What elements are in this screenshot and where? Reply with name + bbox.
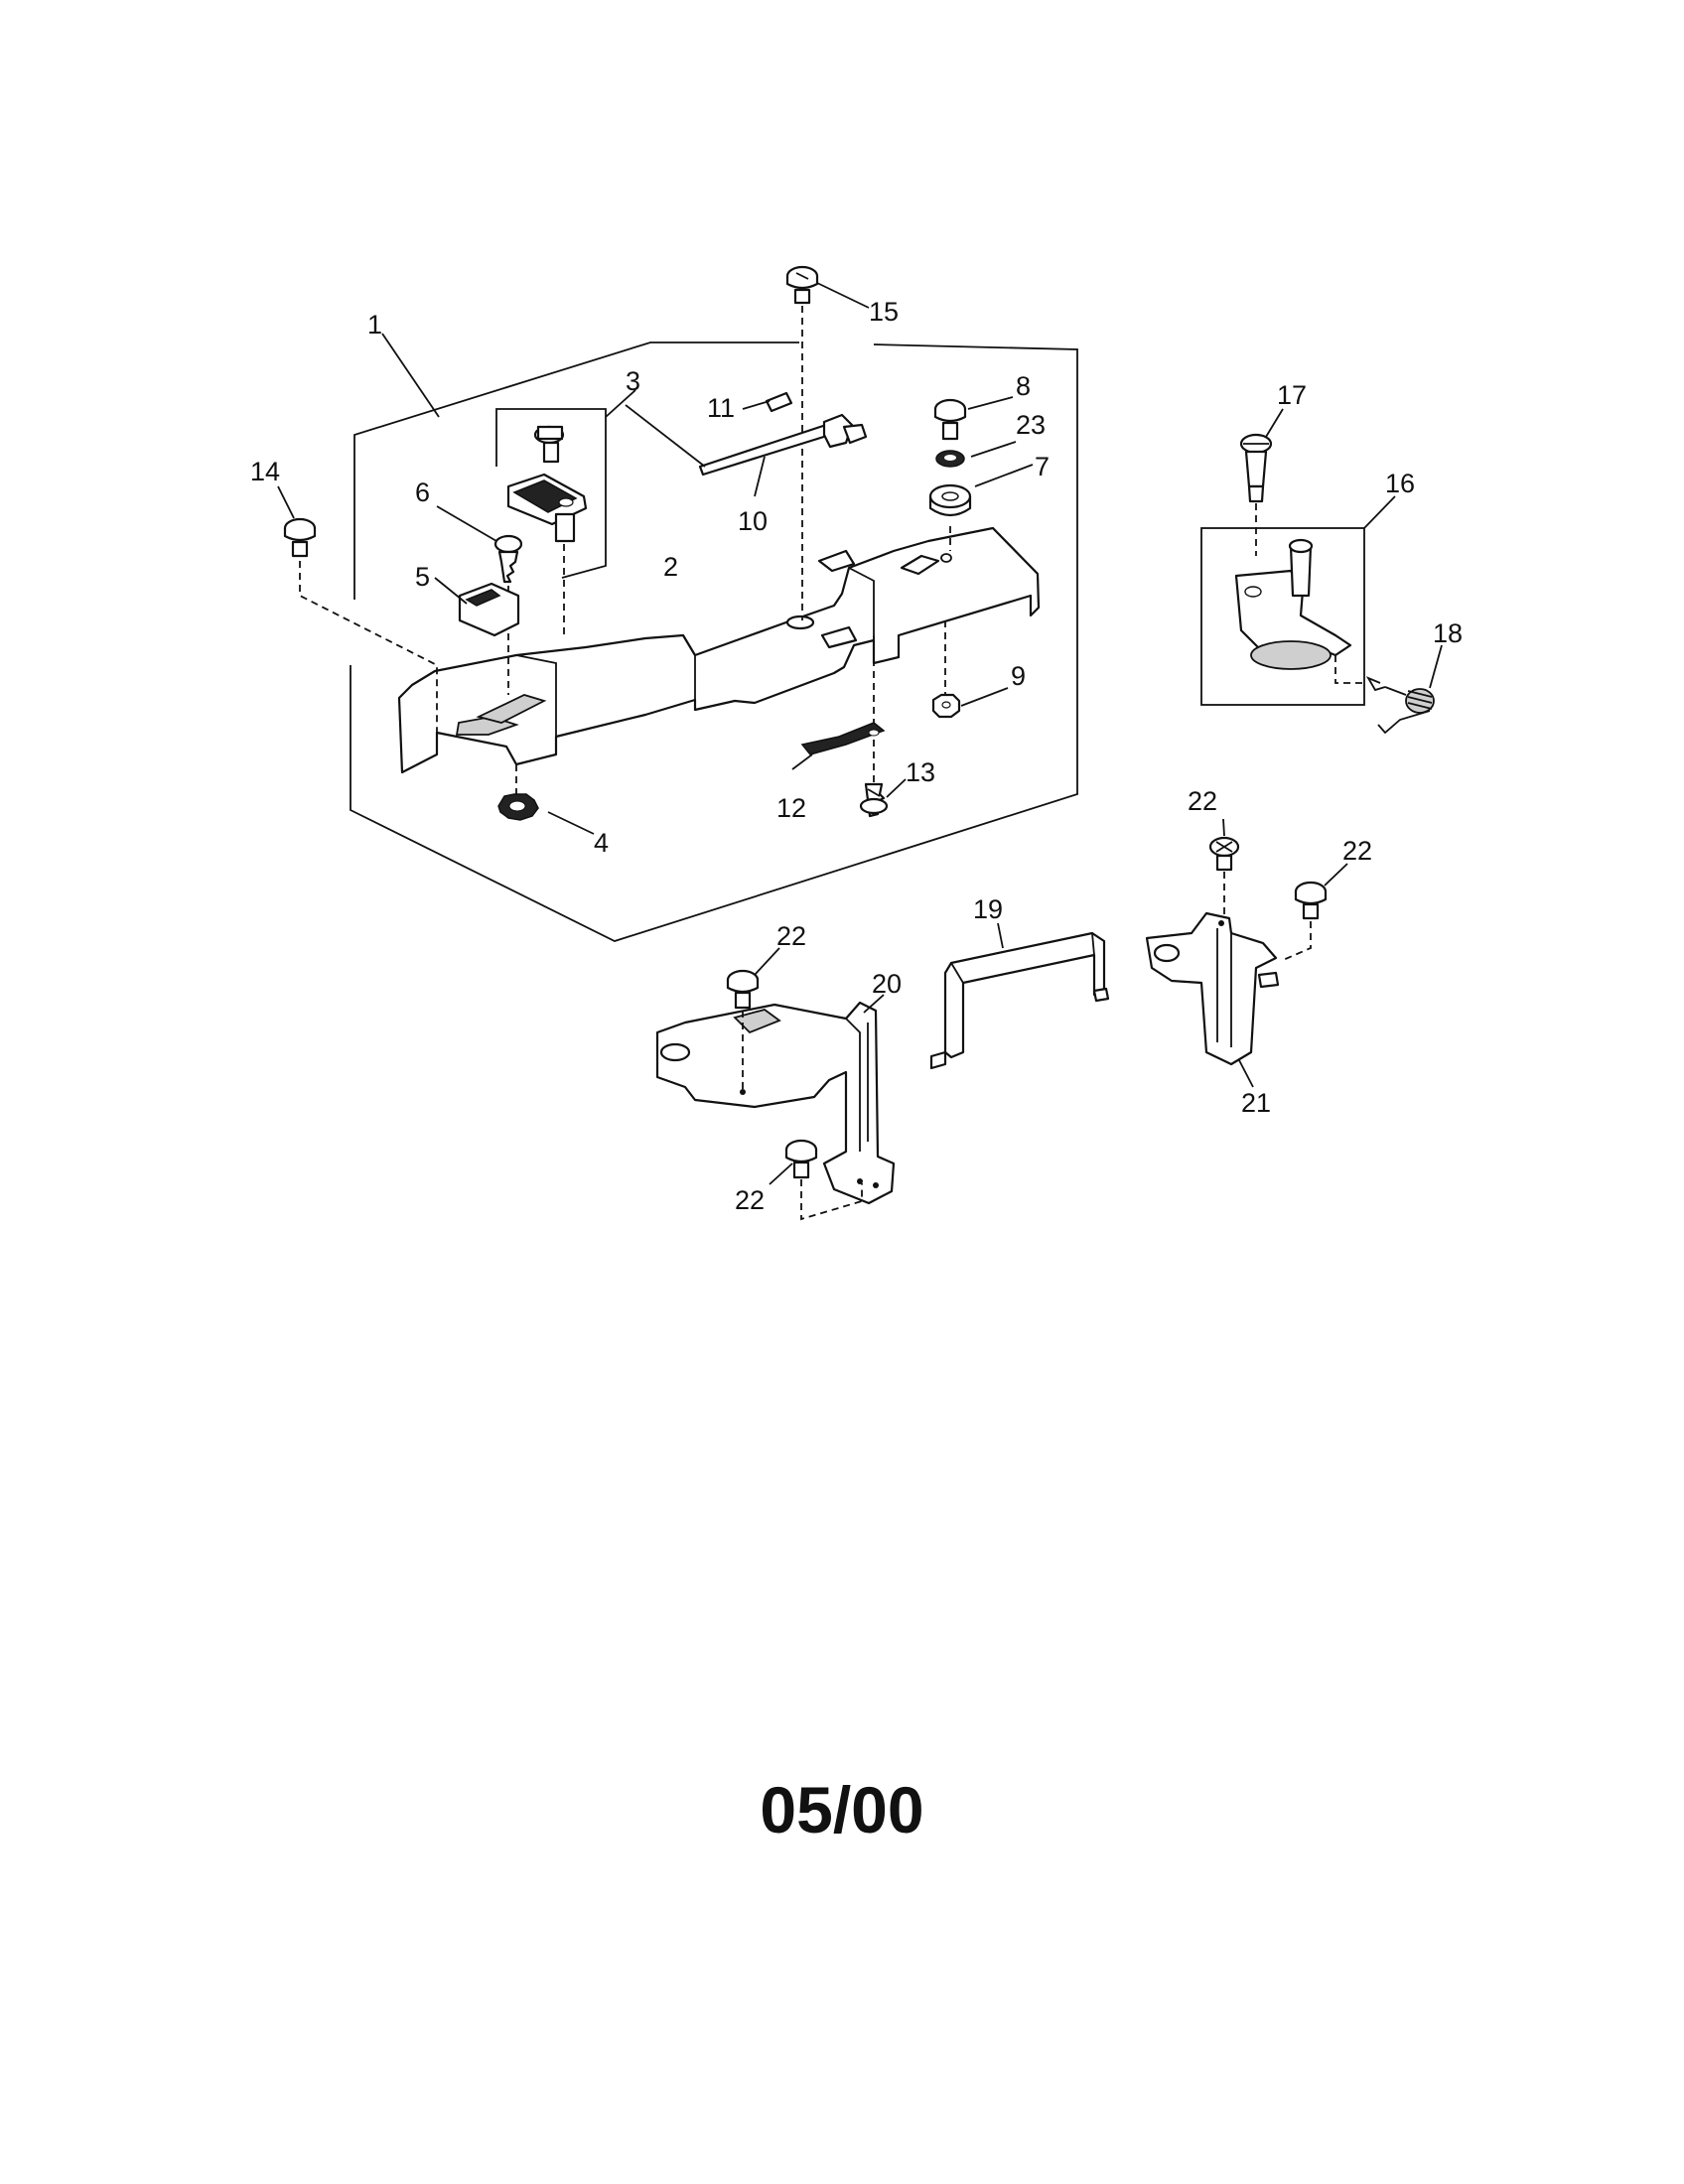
part-20-bracket <box>655 1001 896 1205</box>
footer-date-code: 05/00 <box>760 1773 924 1846</box>
callout-11: 11 <box>707 393 735 423</box>
part-22-screw-right <box>1294 881 1328 920</box>
part-8-screw <box>933 398 967 441</box>
part-7-collar <box>928 483 972 517</box>
callout-14: 14 <box>250 457 280 486</box>
part-2-base-plate <box>397 526 1041 774</box>
callout-labels: 1 2 3 4 5 6 7 8 9 10 11 12 13 14 15 16 1… <box>250 297 1463 1215</box>
part-4-star-washer <box>497 793 539 821</box>
callout-19: 19 <box>973 894 1003 924</box>
part-22-screw-lower-left <box>784 1139 818 1179</box>
callout-22-d: 22 <box>1342 836 1372 866</box>
callout-22-a: 22 <box>776 921 806 951</box>
part-18-spring <box>1365 676 1435 735</box>
callout-5: 5 <box>415 562 430 592</box>
callout-20: 20 <box>872 969 902 999</box>
callout-6: 6 <box>415 478 430 507</box>
callout-7: 7 <box>1035 452 1050 481</box>
callout-18: 18 <box>1433 618 1463 648</box>
assembly-1-outline <box>350 341 1078 942</box>
part-13-screw <box>859 782 889 818</box>
part-5-clip <box>458 582 520 637</box>
part-14-screw <box>283 517 317 558</box>
callout-22-b: 22 <box>735 1185 765 1215</box>
part-23-washer <box>935 450 965 468</box>
callout-9: 9 <box>1011 661 1026 691</box>
callout-leaders <box>277 282 1443 1185</box>
callout-8: 8 <box>1016 371 1031 401</box>
callout-17: 17 <box>1277 380 1307 410</box>
part-22-screw-top-right <box>1208 836 1240 872</box>
part-16-hook-body <box>1234 538 1352 670</box>
part-12-plate <box>800 722 886 755</box>
part-21-bracket <box>1145 911 1280 1066</box>
callout-4: 4 <box>594 828 609 858</box>
callout-23: 23 <box>1016 410 1046 440</box>
callout-21: 21 <box>1241 1088 1271 1118</box>
callout-15: 15 <box>869 297 899 327</box>
callout-16: 16 <box>1385 469 1415 498</box>
callout-3: 3 <box>626 366 640 396</box>
part-10-shaft <box>698 413 868 477</box>
callout-13: 13 <box>906 757 935 787</box>
assembly-3-outline <box>495 408 607 579</box>
part-11-pin <box>765 391 793 413</box>
part-19-bracket <box>929 931 1110 1070</box>
part-22-screw-upper-left <box>726 969 760 1010</box>
part-15-screw <box>785 265 819 620</box>
part-17-screw <box>1239 433 1273 503</box>
callout-1: 1 <box>367 310 382 340</box>
callout-22-c: 22 <box>1188 786 1217 816</box>
part-6-screw <box>493 534 523 584</box>
callout-12: 12 <box>776 793 806 823</box>
callout-2: 2 <box>663 552 678 582</box>
part-3-clamp <box>506 425 588 543</box>
callout-10: 10 <box>738 506 768 536</box>
part-9-nut <box>931 693 961 719</box>
assembly-16-outline <box>1200 527 1365 706</box>
